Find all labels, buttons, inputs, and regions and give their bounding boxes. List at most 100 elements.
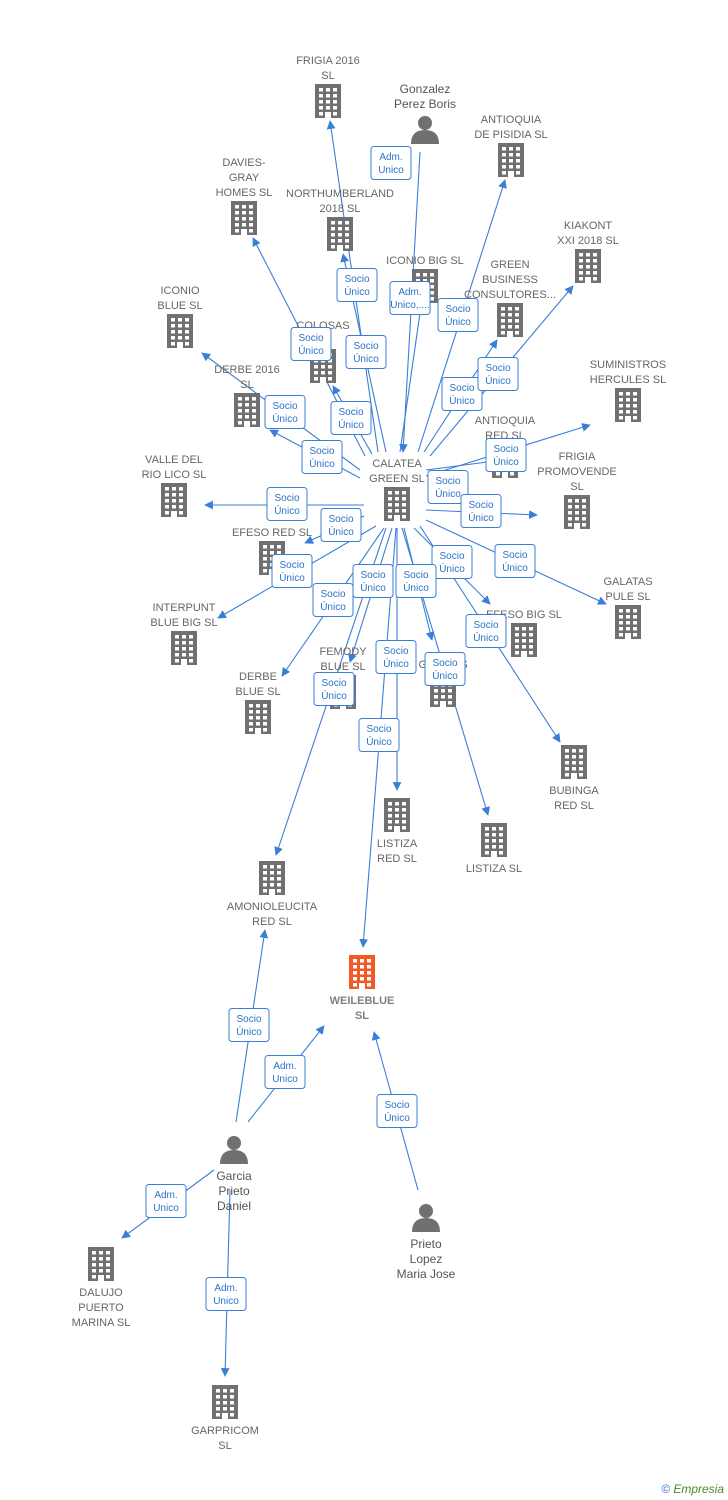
edge-label-box[interactable] <box>264 395 306 429</box>
edge-label-box[interactable] <box>395 564 437 598</box>
node-label: Lopez <box>410 1252 443 1266</box>
node-label: FRIGIA 2016 <box>296 55 360 67</box>
edge-label[interactable]: Adm.Unico <box>264 1055 306 1089</box>
edge-label-box[interactable] <box>205 1277 247 1311</box>
edge-label-box[interactable] <box>376 1094 418 1128</box>
edge-label-box[interactable] <box>228 1008 270 1042</box>
edge-label-box[interactable] <box>431 545 473 579</box>
brand-footer[interactable]: ©Empresia <box>661 1482 724 1496</box>
edge-label[interactable]: Adm.Unico <box>145 1184 187 1218</box>
edge-label-text: Socio <box>360 570 385 581</box>
edge-label-box[interactable] <box>437 298 479 332</box>
edge-label-box[interactable] <box>370 146 412 180</box>
edge-label-box[interactable] <box>460 494 502 528</box>
edge-label-box[interactable] <box>358 718 400 752</box>
building-icon <box>349 955 375 989</box>
edge-label-box[interactable] <box>264 1055 306 1089</box>
edge-label-box[interactable] <box>145 1184 187 1218</box>
edge-label-box[interactable] <box>375 640 417 674</box>
edge-label-box[interactable] <box>290 327 332 361</box>
edge-calatea-iconiobig <box>399 305 425 453</box>
edge-label-box[interactable] <box>271 554 313 588</box>
edge-label-box[interactable] <box>352 564 394 598</box>
edge-label-text: Único <box>236 1025 262 1038</box>
edge-label-box[interactable] <box>313 672 355 706</box>
edge-label-box[interactable] <box>301 440 343 474</box>
edge-label-box[interactable] <box>494 544 536 578</box>
edge-label-box[interactable] <box>266 487 308 521</box>
edge-label-box[interactable] <box>320 508 362 542</box>
edge-label-box[interactable] <box>330 401 372 435</box>
edge-label-text: Adm. <box>214 1283 237 1294</box>
edge-label-box[interactable] <box>441 377 483 411</box>
brand-name: Empresia <box>673 1482 724 1496</box>
edge-label[interactable]: Adm.Unico,.... <box>389 281 431 315</box>
edge-label-box[interactable] <box>427 470 469 504</box>
edge-label-box[interactable] <box>477 357 519 391</box>
edge-label[interactable]: Adm.Unico <box>370 146 412 180</box>
node-greenbusiness[interactable]: GREENBUSINESSCONSULTORES... <box>464 259 556 337</box>
edge-label-box[interactable] <box>312 583 354 617</box>
edge-label-box[interactable] <box>485 438 527 472</box>
edge-label[interactable]: Adm.Unico <box>205 1277 247 1311</box>
edge-label-box[interactable] <box>345 335 387 369</box>
edge-label-box[interactable] <box>389 281 431 315</box>
edge-label-box[interactable] <box>424 652 466 686</box>
node-efesobig[interactable]: EFESO BIG SL <box>486 609 562 657</box>
edge-label-box[interactable] <box>465 614 507 648</box>
edge-label-box[interactable] <box>336 268 378 302</box>
node-listiza[interactable]: LISTIZA SL <box>466 823 522 875</box>
person-icon <box>412 1204 440 1232</box>
